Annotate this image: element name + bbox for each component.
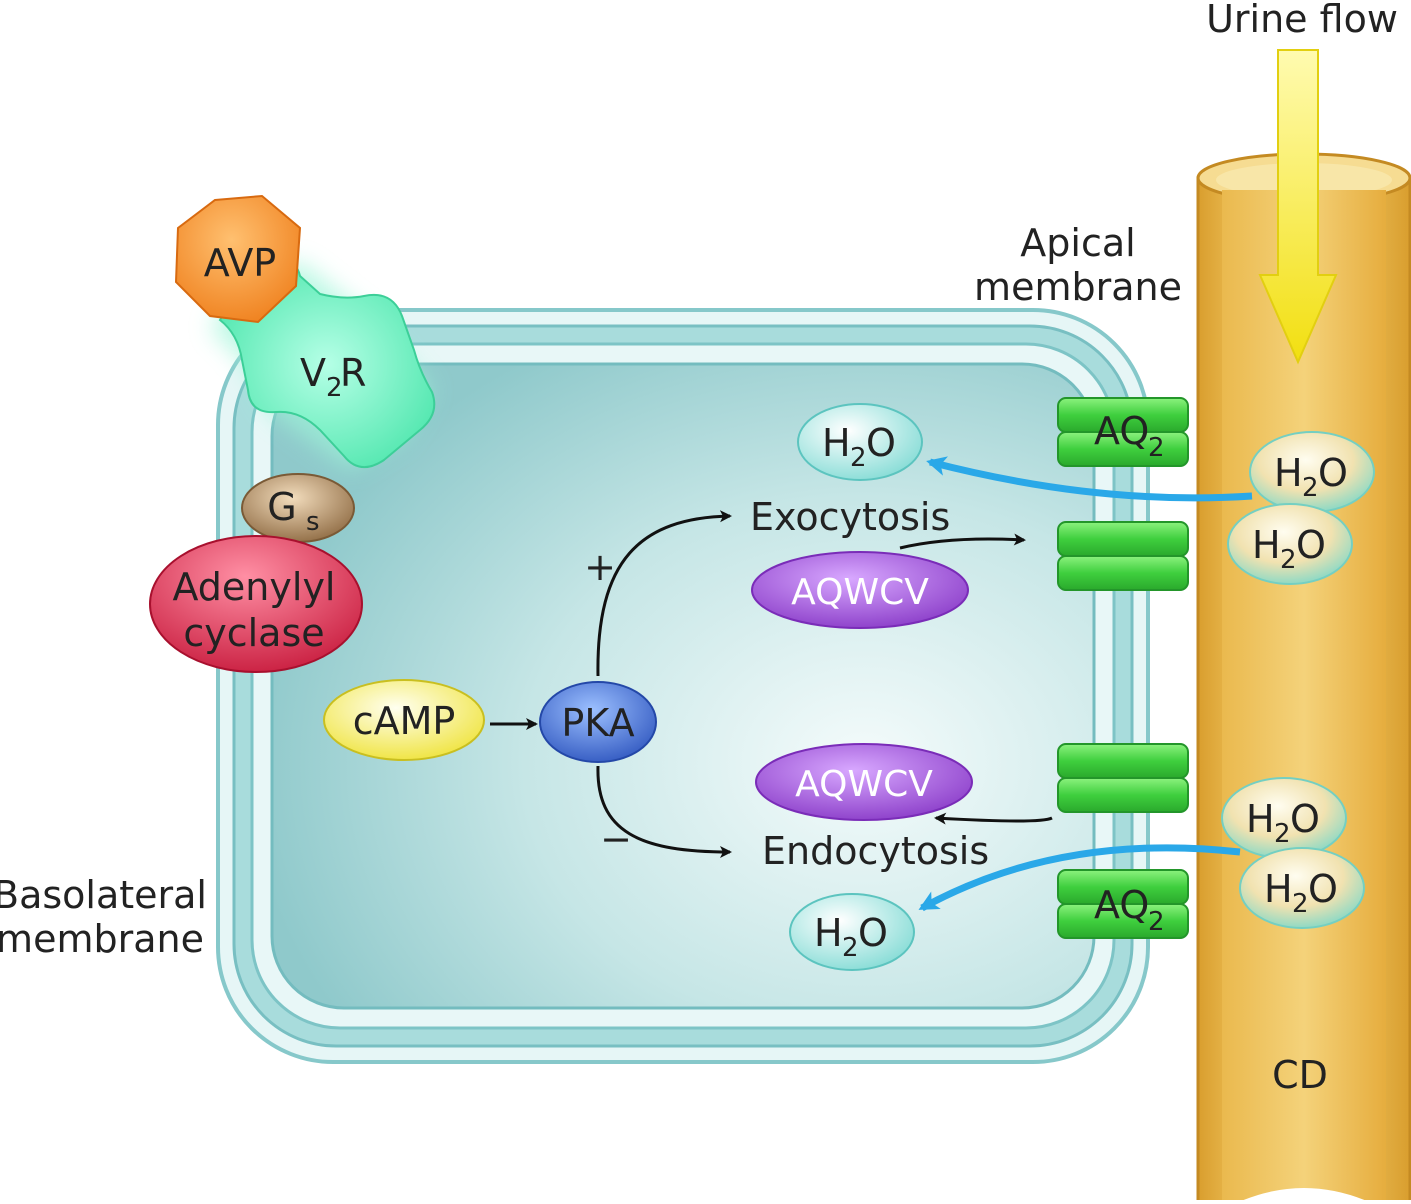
- svg-text:H: H: [822, 421, 851, 465]
- apical-label-line2: membrane: [974, 265, 1182, 309]
- svg-text:O: O: [1318, 451, 1348, 495]
- basolateral-label-line2: membrane: [0, 917, 204, 961]
- cd-label: CD: [1272, 1053, 1328, 1097]
- v2r-label: V: [300, 351, 326, 395]
- v2r-sub: 2: [326, 373, 343, 403]
- svg-text:O: O: [1296, 523, 1326, 567]
- water-flow-arrow-bottom: [918, 844, 1241, 912]
- aqwcv-bottom-label: AQWCV: [795, 764, 933, 805]
- h2o-duct-4: H 2 O: [1239, 847, 1365, 929]
- svg-text:H: H: [814, 911, 843, 955]
- camp-label: cAMP: [353, 699, 456, 743]
- aq-top-sub: 2: [1148, 433, 1165, 463]
- svg-text:H: H: [1246, 797, 1275, 841]
- gs-protein: G s: [241, 473, 355, 543]
- aq-bottom-label: AQ: [1094, 883, 1149, 927]
- adenylyl-cyclase: Adenylyl cyclase: [149, 535, 363, 673]
- h2o-cell-top: H 2 O: [797, 403, 923, 481]
- gs-label: G: [267, 485, 296, 529]
- urine-flow-label: Urine flow: [1206, 0, 1398, 41]
- svg-text:2: 2: [1280, 545, 1297, 575]
- gs-sub: s: [306, 507, 320, 537]
- h2o-duct-1: H 2 O: [1249, 431, 1375, 513]
- svg-text:2: 2: [1274, 819, 1291, 849]
- svg-text:2: 2: [842, 933, 859, 963]
- avp-hormone: AVP: [174, 194, 302, 324]
- svg-text:2: 2: [1292, 889, 1309, 919]
- exocytosis-label: Exocytosis: [750, 495, 950, 539]
- svg-text:H: H: [1252, 523, 1281, 567]
- h2o-cell-bottom: H 2 O: [789, 893, 915, 971]
- cell: [216, 308, 1150, 1064]
- water-flow-arrow-top: [926, 456, 1253, 502]
- svg-text:O: O: [866, 421, 896, 465]
- aq-top-label: AQ: [1094, 409, 1149, 453]
- svg-text:O: O: [858, 911, 888, 955]
- plus-sign: +: [584, 545, 616, 589]
- aqwcv-top-label: AQWCV: [791, 572, 929, 613]
- urine-flow-arrow: [1258, 49, 1338, 365]
- adenylyl-label-line2: cyclase: [183, 611, 324, 655]
- endocytosis-label: Endocytosis: [762, 829, 989, 873]
- pka-exocytosis-arrow: [596, 510, 732, 677]
- aquaporin-channel-endocytosed: [1057, 743, 1189, 813]
- camp: cAMP: [323, 679, 485, 761]
- svg-text:2: 2: [1302, 473, 1319, 503]
- h2o-duct-3: H 2 O: [1221, 777, 1347, 859]
- minus-sign: −: [600, 817, 632, 861]
- adenylyl-label-line1: Adenylyl: [172, 565, 335, 609]
- aquaporin-channel-top: AQ 2: [1057, 397, 1189, 467]
- duct-inner-wall: [1222, 190, 1386, 1204]
- aquaporin-channel-exocytosed: [1057, 521, 1189, 591]
- basolateral-label-line1: Basolateral: [0, 873, 207, 917]
- svg-text:2: 2: [850, 443, 867, 473]
- v2r-tail: R: [340, 351, 366, 395]
- svg-text:O: O: [1290, 797, 1320, 841]
- apical-label-line1: Apical: [1020, 221, 1135, 265]
- pka-label: PKA: [561, 701, 634, 745]
- aquaporin-channel-bottom: AQ 2: [1057, 869, 1189, 939]
- svg-text:H: H: [1274, 451, 1303, 495]
- aqwcv-vesicle-bottom: AQWCV: [755, 743, 973, 821]
- exocytosis-arrow: [899, 533, 1026, 550]
- aqwcv-vesicle-top: AQWCV: [751, 551, 969, 629]
- svg-text:O: O: [1308, 867, 1338, 911]
- pka-endocytosis-arrow: [596, 765, 732, 858]
- svg-text:H: H: [1264, 867, 1293, 911]
- h2o-duct-2: H 2 O: [1227, 503, 1353, 585]
- cytoplasm: [270, 362, 1096, 1010]
- pka: PKA: [539, 681, 657, 763]
- aq-bottom-sub: 2: [1148, 907, 1165, 937]
- endocytosis-arrow: [934, 812, 1053, 825]
- avp-label: AVP: [204, 241, 276, 285]
